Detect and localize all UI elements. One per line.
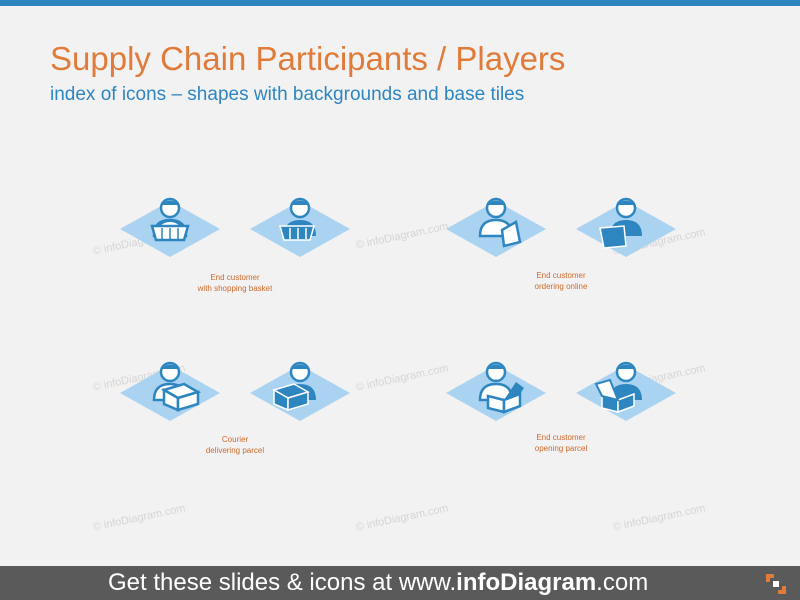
watermark: © infoDiagram.com	[354, 362, 450, 394]
footer-suffix: .com	[596, 569, 649, 596]
infodiagram-logo-icon	[766, 574, 786, 594]
page-subtitle: index of icons – shapes with backgrounds…	[50, 84, 525, 105]
courier-parcel-filled-icon	[250, 361, 350, 421]
caption-line: End customer	[536, 433, 586, 442]
watermark: © infoDiagram.com	[354, 502, 450, 534]
caption-line: End customer	[210, 273, 260, 282]
watermark: © infoDiagram.com	[611, 502, 707, 534]
page-title: Supply Chain Participants / Players	[50, 40, 566, 77]
customer-laptop-filled-icon	[576, 197, 676, 257]
footer-text[interactable]: Get these slides & icons at www.infoDiag…	[108, 569, 648, 597]
customer-open-parcel-outline-icon	[446, 361, 546, 421]
customer-basket-filled-icon	[250, 197, 350, 257]
caption-line: with shopping basket	[197, 284, 273, 293]
caption-courier: Courier delivering parcel	[170, 434, 300, 456]
caption-line: delivering parcel	[205, 446, 265, 455]
caption-line: ordering online	[534, 282, 588, 291]
watermark: © infoDiagram.com	[354, 220, 450, 252]
footer-brand: infoDiagram	[456, 569, 597, 596]
caption-line: opening parcel	[534, 444, 588, 453]
top-accent-bar	[0, 0, 800, 6]
caption-line: Courier	[221, 435, 249, 444]
caption-customer-basket: End customer with shopping basket	[170, 272, 300, 294]
watermark: © infoDiagram.com	[91, 502, 187, 534]
footer-prefix: Get these slides & icons at www.	[108, 569, 457, 596]
customer-open-parcel-filled-icon	[576, 361, 676, 421]
caption-customer-online: End customer ordering online	[496, 270, 626, 292]
customer-basket-outline-icon	[120, 197, 220, 257]
courier-parcel-outline-icon	[120, 361, 220, 421]
customer-laptop-outline-icon	[446, 197, 546, 257]
caption-customer-opening: End customer opening parcel	[496, 432, 626, 454]
caption-line: End customer	[536, 271, 586, 280]
footer-bar: Get these slides & icons at www.infoDiag…	[0, 566, 800, 600]
